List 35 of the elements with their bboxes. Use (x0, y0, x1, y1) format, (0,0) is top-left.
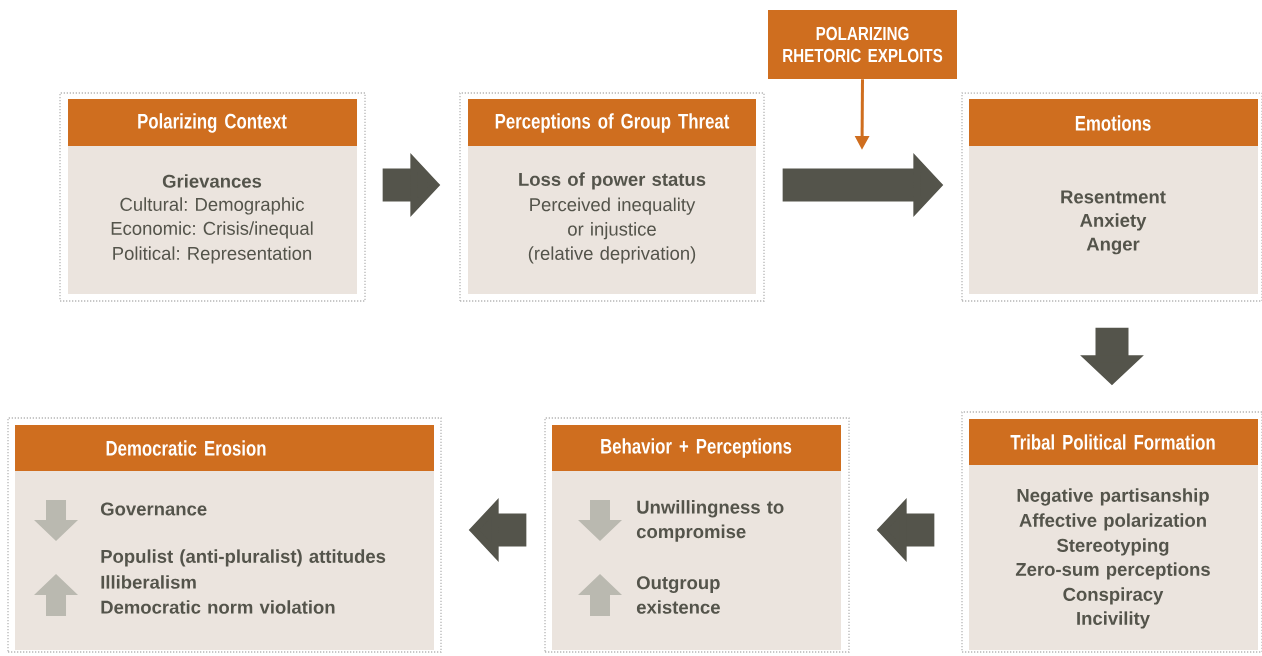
list-item: Stereotyping (1057, 538, 1169, 556)
panel-title: Behavior + Perceptions (601, 438, 792, 458)
list-item: Anxiety (1080, 213, 1147, 231)
list-item: Economic: Crisis/inequal (111, 221, 313, 239)
list-item: (relative deprivation) (528, 246, 696, 264)
panel (961, 411, 1262, 653)
list-item: Illiberalism (101, 575, 196, 589)
list-item: Anger (1086, 237, 1140, 255)
list-item: Affective polarization (1019, 513, 1206, 531)
list-item: Perceived inequality or injustice (530, 197, 696, 240)
list-item: Outgroup existence (636, 576, 720, 614)
list-item: Populist (anti-pluralist) attitudes (101, 549, 386, 567)
panel-title: Democratic Erosion (106, 440, 266, 456)
list-item: Resentment (1061, 190, 1166, 204)
list-item: Incivility (1077, 611, 1150, 629)
panel-title: Polarizing Context (138, 113, 287, 133)
panel-title: Tribal Political Formation (1010, 434, 1215, 450)
list-item: Governance (100, 502, 207, 516)
panel-title: Perceptions of Group Threat (495, 113, 730, 133)
panel (7, 417, 442, 653)
list-item: Zero-sum perceptions (1015, 562, 1210, 580)
panel (544, 417, 850, 653)
panel (961, 92, 1262, 302)
list-item: Political: Representation (113, 246, 312, 264)
panel-title: Emotions (1075, 115, 1151, 131)
list-item: Loss of power status (519, 172, 706, 190)
list-item: Grievances (162, 174, 262, 188)
panel (459, 92, 765, 302)
list-item: Conspiracy (1063, 587, 1164, 605)
list-item: Negative partisanship (1017, 488, 1209, 506)
panel (59, 92, 366, 302)
list-item: Cultural: Demographic (120, 197, 304, 215)
list-item: Unwillingness to compromise (636, 500, 784, 542)
callout-box: POLARIZING RHETORIC EXPLOITS (768, 10, 957, 79)
list-item: Democratic norm violation (101, 600, 335, 614)
